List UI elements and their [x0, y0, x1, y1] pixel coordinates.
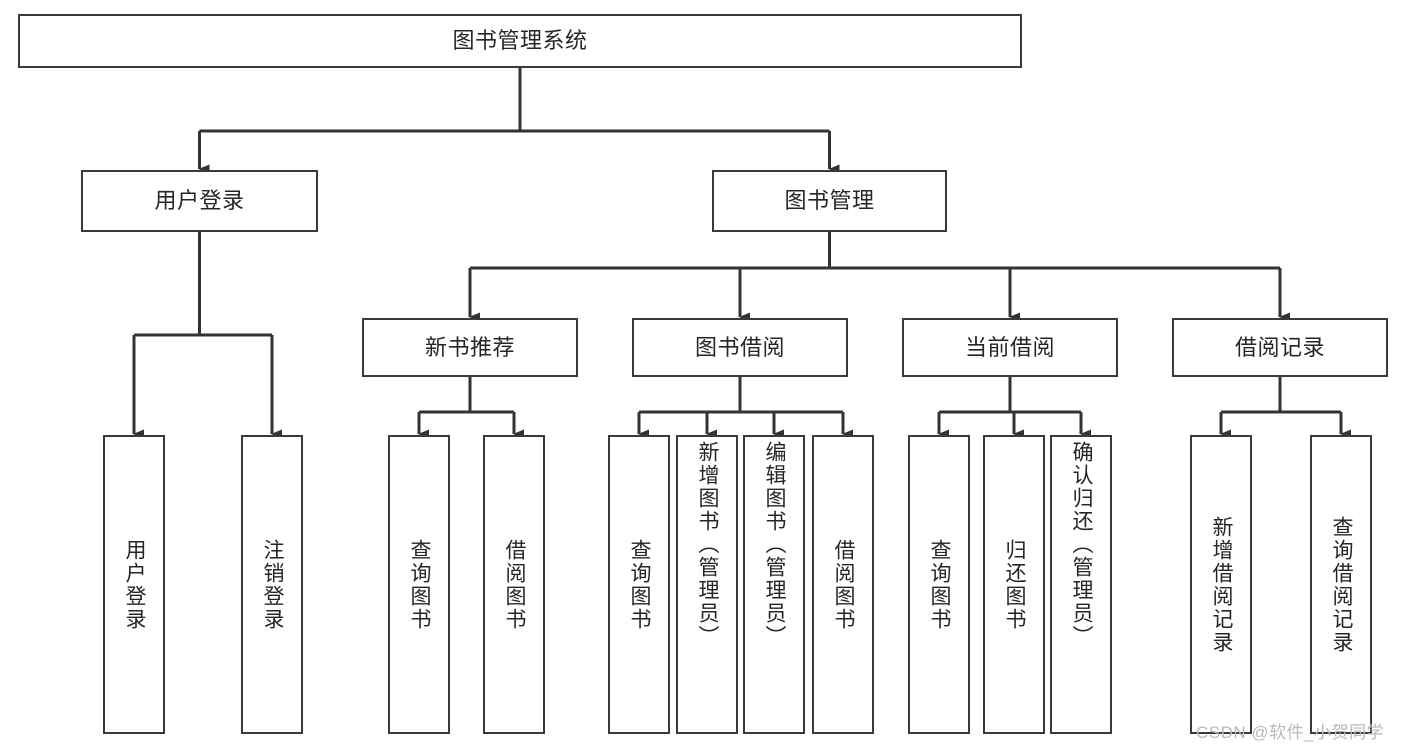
node-leaf-query-record[interactable]: 查询借阅记录	[1310, 435, 1372, 734]
node-label: 用户登录	[154, 188, 245, 214]
node-label: 新书推荐	[424, 334, 515, 360]
node-leaf-user-logout[interactable]: 注销登录	[241, 435, 303, 734]
node-leaf-query-book-3[interactable]: 查询图书	[908, 435, 970, 734]
node-label: 用户登录	[123, 538, 147, 631]
node-leaf-user-login[interactable]: 用户登录	[103, 435, 165, 734]
node-root[interactable]: 图书管理系统	[18, 14, 1022, 68]
node-book-borrow[interactable]: 图书借阅	[632, 318, 848, 377]
node-label: 确认归还（管理员）	[1070, 441, 1094, 648]
node-label: 图书借阅	[694, 334, 785, 360]
node-leaf-add-book[interactable]: 新增图书（管理员）	[676, 435, 738, 734]
node-leaf-add-record[interactable]: 新增借阅记录	[1190, 435, 1252, 734]
node-label: 查询图书	[628, 538, 652, 631]
node-leaf-edit-book[interactable]: 编辑图书（管理员）	[743, 435, 805, 734]
node-label: 图书管理	[784, 188, 875, 214]
node-label: 查询图书	[928, 538, 952, 631]
node-label: 借阅记录	[1234, 334, 1325, 360]
node-leaf-borrow-book-1[interactable]: 借阅图书	[483, 435, 545, 734]
node-label: 查询图书	[408, 538, 432, 631]
node-leaf-query-book-2[interactable]: 查询图书	[608, 435, 670, 734]
node-label: 借阅图书	[832, 538, 856, 631]
node-new-book-rec[interactable]: 新书推荐	[362, 318, 578, 377]
node-leaf-borrow-book-2[interactable]: 借阅图书	[812, 435, 874, 734]
node-user-login[interactable]: 用户登录	[81, 170, 318, 232]
node-label: 借阅图书	[503, 538, 527, 631]
node-leaf-return-book[interactable]: 归还图书	[983, 435, 1045, 734]
node-borrow-record[interactable]: 借阅记录	[1172, 318, 1388, 377]
node-current-borrow[interactable]: 当前借阅	[902, 318, 1118, 377]
node-label: 查询借阅记录	[1330, 515, 1354, 654]
node-label: 新增借阅记录	[1210, 515, 1234, 654]
node-label: 图书管理系统	[452, 28, 588, 54]
node-label: 编辑图书（管理员）	[763, 441, 787, 648]
node-leaf-confirm-return[interactable]: 确认归还（管理员）	[1050, 435, 1112, 734]
node-label: 归还图书	[1003, 538, 1027, 631]
node-leaf-query-book-1[interactable]: 查询图书	[388, 435, 450, 734]
node-label: 新增图书（管理员）	[696, 441, 720, 648]
node-label: 注销登录	[261, 538, 285, 631]
tree-connectors	[132, 68, 1351, 439]
node-book-manage[interactable]: 图书管理	[712, 170, 947, 232]
node-label: 当前借阅	[964, 334, 1055, 360]
